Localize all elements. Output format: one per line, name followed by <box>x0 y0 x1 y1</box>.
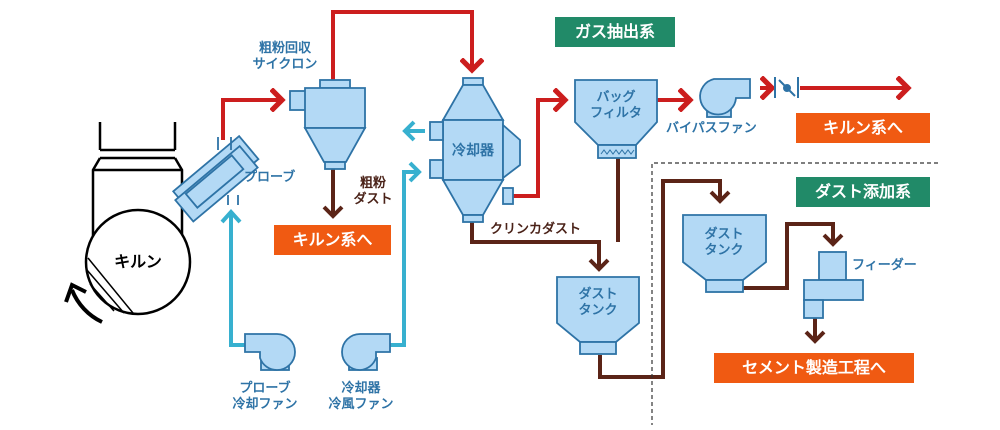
kiln <box>64 122 192 324</box>
coarse-dust-label-line1: 粗粉 <box>359 176 386 191</box>
feeder <box>803 251 864 319</box>
cooler-label: 冷却器 <box>452 143 494 159</box>
dust-tank-2-label-line2: タンク <box>704 243 744 258</box>
cyclone-label-line2: サイクロン <box>252 57 318 72</box>
dust-tank-1-label-line2: タンク <box>578 303 618 318</box>
cooler <box>429 77 521 223</box>
destination-to-kiln-2: キルン系へ <box>796 113 930 143</box>
probe-label: プローブ <box>244 170 296 185</box>
bag-filter-label: バッグ フィルタ <box>580 90 652 122</box>
probe-cooling-fan-label: プローブ 冷却ファン <box>230 381 300 413</box>
dust-tank-1-label-line1: ダスト <box>578 287 618 302</box>
dust-tank-2-label-line1: ダスト <box>704 227 744 242</box>
cooler-air-fan <box>341 333 391 371</box>
cooler-air-fan-label-line2: 冷風ファン <box>328 397 394 412</box>
probe-cooling-fan <box>244 333 296 371</box>
bag-filter <box>574 79 658 159</box>
bypass-fan-label: バイパスファン <box>666 121 757 136</box>
cyclone-label-line1: 粗粉回収 <box>258 41 311 56</box>
bag-filter-label-line1: バッグ <box>596 90 636 105</box>
coarse-dust-label: 粗粉 ダスト <box>350 176 396 208</box>
dust-tank-1 <box>556 276 640 355</box>
kiln-label: キルン <box>114 252 162 271</box>
destination-to-cement: セメント製造工程へ <box>714 353 914 383</box>
section-tag-dust-addition: ダスト添加系 <box>796 177 930 207</box>
dust-tank-1-label: ダスト タンク <box>566 287 630 319</box>
cyclone-label: 粗粉回収 サイクロン <box>244 41 326 73</box>
feeder-label: フィーダー <box>852 258 917 273</box>
bypass-fan <box>699 78 751 118</box>
bag-filter-label-line2: フィルタ <box>590 106 642 121</box>
probe-cooling-fan-label-line1: プローブ <box>239 381 291 396</box>
cooler-air-fan-label-line1: 冷却器 <box>341 381 381 396</box>
damper-valve <box>774 77 799 98</box>
clinker-dust-label: クリンカダスト <box>490 222 582 237</box>
dust-lines <box>322 158 844 379</box>
section-tag-gas-extraction: ガス抽出系 <box>555 17 675 47</box>
probe-cooling-fan-label-line2: 冷却ファン <box>232 397 298 412</box>
probe <box>171 134 260 223</box>
cyclone <box>289 79 367 170</box>
dust-tank-2 <box>682 214 767 293</box>
gas-lines <box>221 10 908 198</box>
cooling-air-lines <box>220 120 425 347</box>
destination-to-kiln-1: キルン系へ <box>274 225 391 255</box>
cooler-air-fan-label: 冷却器 冷風ファン <box>320 381 402 413</box>
dust-tank-2-label: ダスト タンク <box>692 227 756 259</box>
coarse-dust-label-line2: ダスト <box>353 192 393 207</box>
